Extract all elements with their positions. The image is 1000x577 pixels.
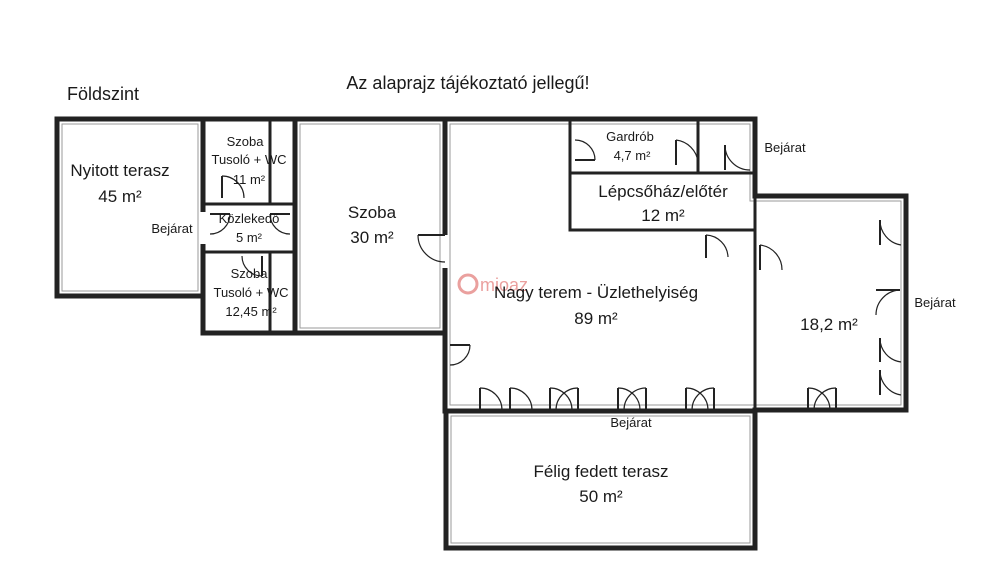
open-terrace-area: 45 m²	[98, 187, 142, 206]
bath2-area: 12,45 m²	[225, 304, 277, 319]
open-terrace-wall	[54, 116, 206, 299]
entrance-left: Bejárat	[151, 221, 193, 236]
stair-name: Lépcsőház/előtér	[598, 182, 728, 201]
wardrobe-area: 4,7 m²	[614, 148, 652, 163]
entrance-bottom: Bejárat	[610, 415, 652, 430]
floor-label: Földszint	[67, 84, 139, 104]
watermark: mioaz	[457, 273, 528, 295]
disclaimer: Az alaprajz tájékoztató jellegű!	[346, 73, 589, 93]
bath1-name: Szoba	[227, 134, 265, 149]
covered-terrace-wall	[443, 408, 758, 551]
covered-terrace-name: Félig fedett terasz	[533, 462, 668, 481]
entrance-right: Bejárat	[914, 295, 956, 310]
corridor-area: 5 m²	[236, 230, 263, 245]
wardrobe-name: Gardrób	[606, 129, 654, 144]
hall-area: 89 m²	[574, 309, 618, 328]
entrance-top-right: Bejárat	[764, 140, 806, 155]
hall-name: Nagy terem - Üzlethelyiség	[494, 283, 698, 302]
open-terrace-name: Nyitott terasz	[70, 161, 169, 180]
stair-area: 12 m²	[641, 206, 685, 225]
bath1-sub: Tusoló + WC	[211, 152, 286, 167]
covered-terrace-area: 50 m²	[579, 487, 623, 506]
bath2-name: Szoba	[231, 266, 269, 281]
stair-wall	[568, 171, 757, 232]
watermark-logo-icon	[457, 273, 479, 295]
room-30-wall	[292, 116, 448, 336]
doors	[200, 139, 902, 411]
bath2-sub: Tusoló + WC	[213, 285, 288, 300]
corridor-name: Közlekedő	[219, 211, 280, 226]
watermark-text: mioaz	[480, 275, 528, 295]
room-18-area: 18,2 m²	[800, 315, 858, 334]
bath1-area: 11 m²	[233, 172, 266, 187]
walls	[54, 116, 909, 551]
room-30-area: 30 m²	[350, 228, 394, 247]
room-30-name: Szoba	[348, 203, 397, 222]
